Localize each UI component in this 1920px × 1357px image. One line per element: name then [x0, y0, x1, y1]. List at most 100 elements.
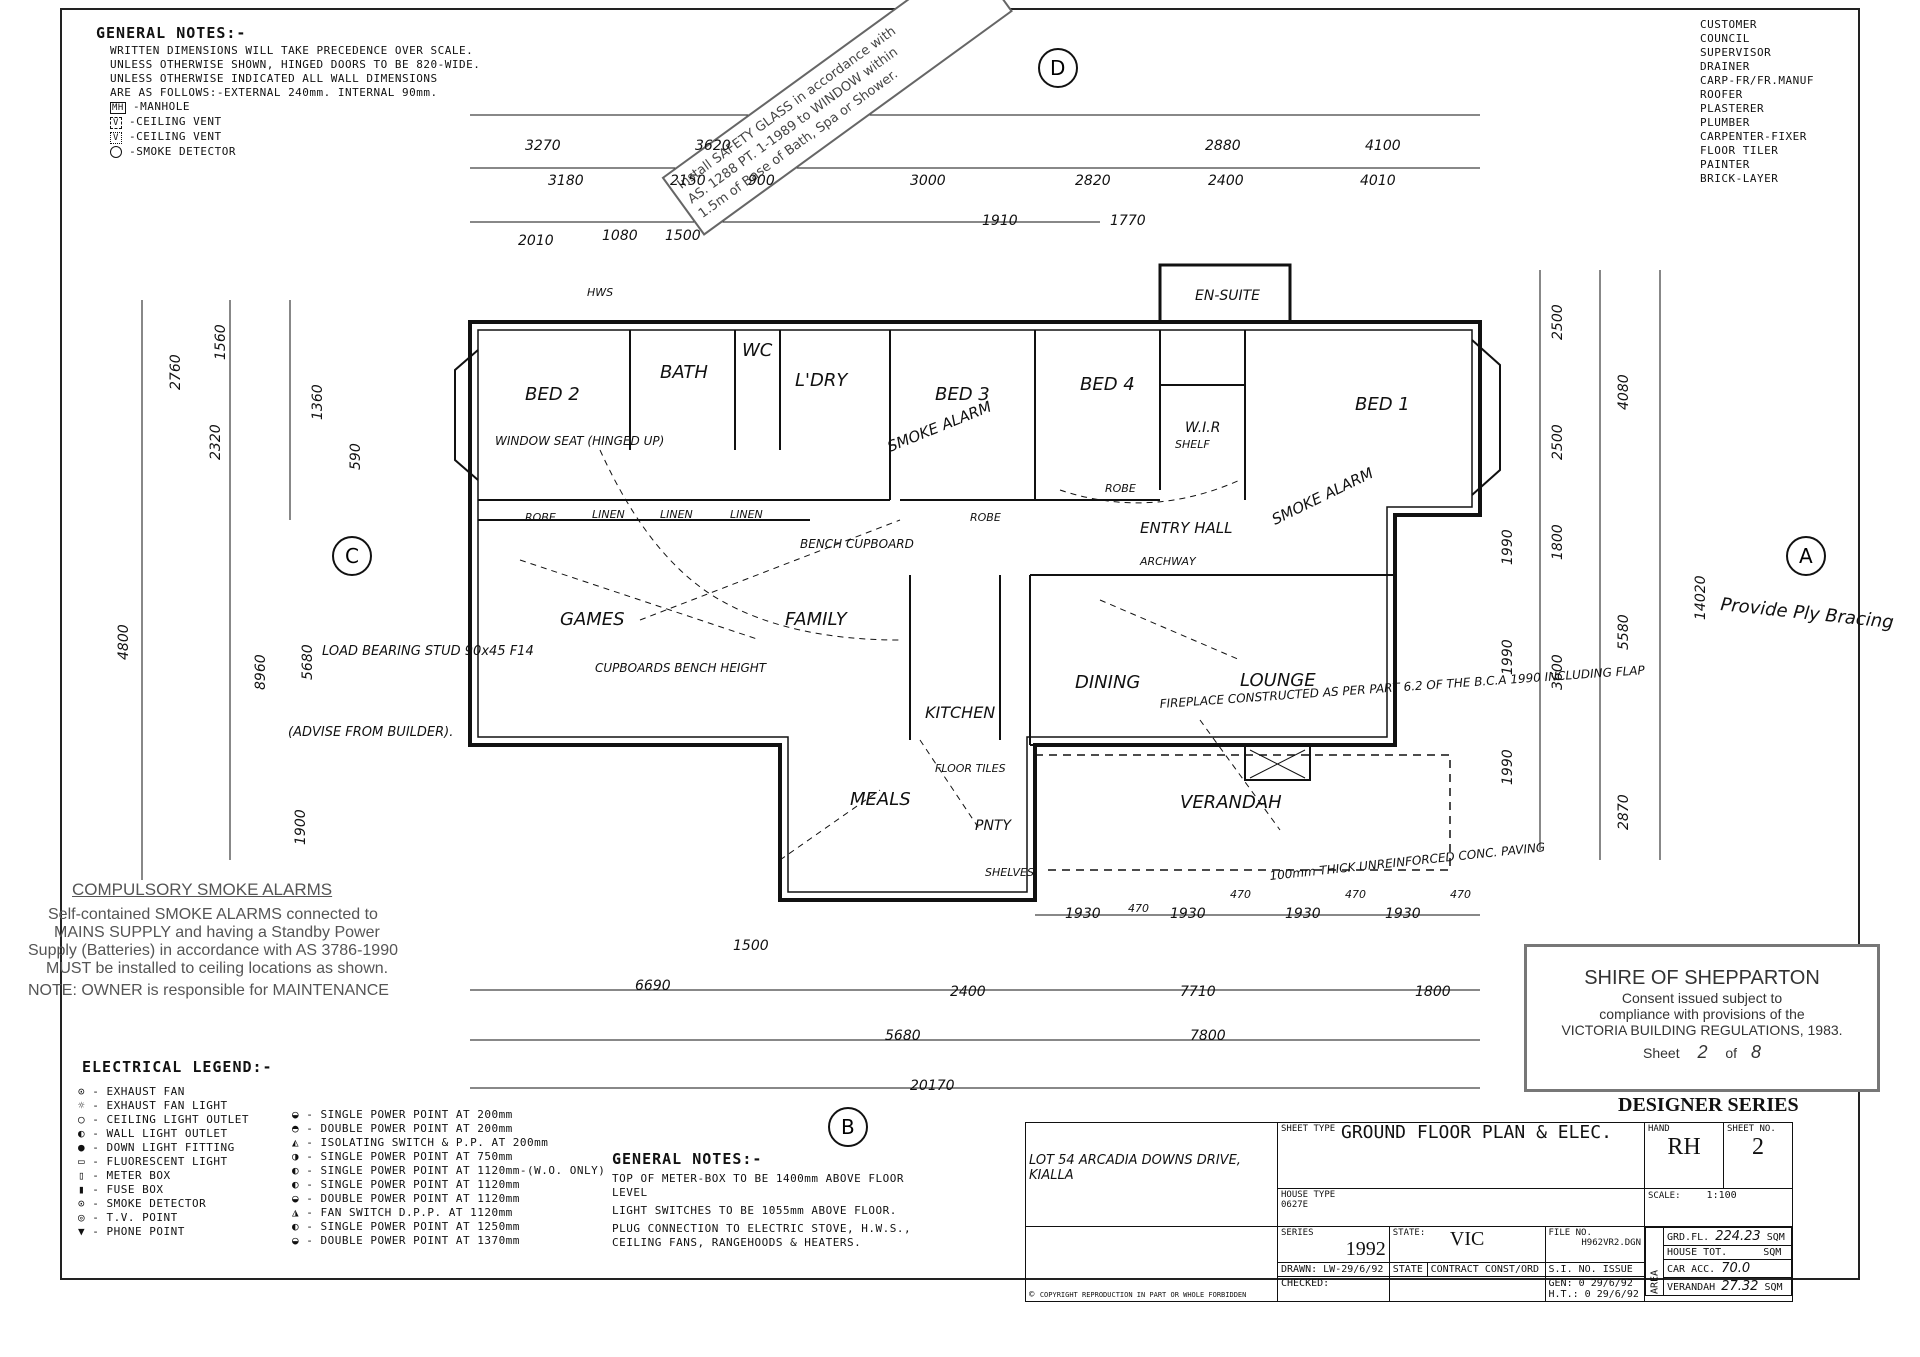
distribution-item: BRICK-LAYER: [1700, 172, 1779, 185]
series-label: SERIES: [1281, 1228, 1314, 1238]
room-label-bath: BATH: [660, 362, 708, 383]
dim-verandah: 1930: [1285, 906, 1321, 922]
dim-bottom: 2400: [950, 984, 986, 1000]
council-line: Consent issued subject to: [1621, 990, 1783, 1006]
room-label-lounge: LOUNGE: [1240, 670, 1316, 691]
smoke-detector-icon: [110, 146, 122, 158]
dim-top: 3000: [910, 173, 946, 189]
file-label: FILE NO.: [1548, 1228, 1592, 1238]
room-label-bed-4: BED 4: [1080, 374, 1135, 395]
ply-bracing-note: Provide Ply Bracing: [1719, 594, 1894, 633]
shelf-label: SHELF: [1175, 438, 1210, 451]
paving-note: 100mm THICK UNREINFORCED CONC. PAVING: [1269, 840, 1546, 883]
room-label-robe: ROBE: [970, 511, 1001, 524]
electrical-run: [779, 719, 1281, 861]
electrical-legend-right: ◒ - SINGLE POWER POINT AT 200mm ◓ - DOUB…: [292, 1108, 606, 1247]
general-notes-bottom: GENERAL NOTES:- TOP OF METER-BOX TO BE 1…: [612, 1150, 932, 1250]
dim-top: 1500: [665, 228, 701, 244]
sheet-type-value: GROUND FLOOR PLAN & ELEC.: [1341, 1122, 1612, 1143]
distribution-item: ROOFER: [1700, 88, 1743, 101]
single-power-point-icon: ◐: [292, 1164, 307, 1177]
interior-wall: [1029, 574, 1395, 746]
dim-left: 5680: [300, 644, 316, 680]
distribution-item: PLUMBER: [1700, 116, 1750, 129]
dim-top: 2880: [1205, 138, 1241, 154]
room-label-bed-3: BED 3: [935, 384, 990, 405]
exterior-wall-inner: [477, 329, 1473, 893]
bench-cupboard-note: BENCH CUPBOARD: [800, 537, 914, 551]
grid-circle: [332, 536, 372, 576]
load-bearing-note: LOAD BEARING STUD 90x45 F14: [322, 644, 534, 659]
hws-label: HWS: [587, 286, 613, 299]
symbol-label: -SMOKE DETECTOR: [129, 145, 236, 158]
grid-label-top: D: [1050, 56, 1065, 80]
ht-date: 29/6/92: [1596, 1289, 1639, 1300]
room-label-bed-1: BED 1: [1355, 394, 1410, 415]
general-note-line: TOP OF METER-BOX TO BE 1400mm ABOVE FLOO…: [612, 1172, 905, 1199]
dim-right: 2870: [1616, 794, 1632, 830]
house-type-value: 0627E: [1281, 1200, 1309, 1211]
gen-value: 0: [1578, 1278, 1585, 1289]
ceiling-vent-icon: V: [110, 132, 122, 144]
stamp-of-label: of: [1725, 1045, 1738, 1061]
stamp-sheet-no: 2: [1697, 1042, 1708, 1062]
room-label-pantry: PNTY: [975, 818, 1012, 834]
dim-left: 1560: [213, 324, 229, 360]
sqm-unit: SQM: [1766, 1232, 1785, 1243]
dim-top: 1770: [1110, 213, 1146, 229]
area-label: AREA: [1645, 1227, 1664, 1296]
room-label-meals: MEALS: [850, 789, 911, 810]
smoke-alarm-notice-line: NOTE: OWNER is responsible for MAINTENAN…: [28, 982, 389, 999]
council-line: VICTORIA BUILDING REGULATIONS, 1983.: [1561, 1022, 1843, 1038]
interior-wall: [629, 330, 1246, 500]
symbol-row: -SMOKE DETECTOR: [96, 145, 480, 159]
smoke-alarm-label: SMOKE ALARM: [1269, 464, 1376, 529]
state-col: STATE: [1388, 1262, 1428, 1277]
title-block: LOT 54 ARCADIA DOWNS DRIVE, KIALLA SHEET…: [1025, 1121, 1793, 1302]
room-label-linen: LINEN: [592, 508, 625, 521]
phone-point-icon: ▼: [78, 1225, 93, 1238]
dim-verandah: 470: [1450, 888, 1471, 901]
legend-item: PHONE POINT: [106, 1225, 185, 1238]
dim-top: 1910: [982, 213, 1018, 229]
dim-right: 2500: [1550, 304, 1566, 340]
dim-verandah: 470: [1230, 888, 1251, 901]
car-acc-value: 70.0: [1721, 1261, 1751, 1276]
wall-light-icon: ◐: [78, 1127, 93, 1140]
stamp-sheet-total: 8: [1750, 1042, 1761, 1062]
dim-verandah: 470: [1345, 888, 1366, 901]
house-type-label: HOUSE TYPE: [1281, 1190, 1336, 1201]
grid-label-bottom: B: [841, 1115, 855, 1139]
ht-value: 0: [1584, 1289, 1591, 1300]
safety-glass-line: AS. 1288 PT. 1-1989 to WINDOW within: [685, 45, 901, 207]
shelves-label: SHELVES: [985, 866, 1034, 879]
double-power-point-icon: ◓: [292, 1122, 307, 1135]
distribution-list: CUSTOMER COUNCIL SUPERVISOR DRAINER CARP…: [1700, 18, 1814, 186]
legend-item: DOUBLE POWER POINT AT 1120mm: [320, 1192, 520, 1205]
electrical-legend-title: ELECTRICAL LEGEND:-: [82, 1058, 273, 1076]
legend-item: METER BOX: [106, 1169, 171, 1182]
ceiling-vent-icon: V: [110, 117, 122, 129]
sqm-unit: SQM: [1763, 1247, 1782, 1258]
dim-left: 2320: [208, 424, 224, 460]
room-label-wc: WC: [742, 340, 773, 361]
gen-label: GEN:: [1548, 1278, 1573, 1289]
legend-item: EXHAUST FAN: [106, 1085, 185, 1098]
fuse-box-icon: ▮: [78, 1183, 93, 1196]
distribution-item: SUPERVISOR: [1700, 46, 1772, 59]
dim-left: 1900: [293, 809, 309, 845]
dim-left: 1360: [310, 384, 326, 420]
distribution-item: DRAINER: [1700, 60, 1750, 73]
legend-item: ISOLATING SWITCH & P.P. AT 200mm: [320, 1136, 549, 1149]
scale-label: SCALE:: [1648, 1191, 1681, 1202]
smoke-alarm-notice-line: Supply (Batteries) in accordance with AS…: [28, 942, 398, 959]
dim-right: 4080: [1616, 374, 1632, 410]
grid-circle: [1786, 536, 1826, 576]
legend-item: SINGLE POWER POINT AT 200mm: [320, 1108, 513, 1121]
legend-item: CEILING LIGHT OUTLET: [106, 1113, 249, 1126]
single-power-point-icon: ◐: [292, 1220, 307, 1233]
dim-right: 1990: [1500, 639, 1516, 675]
room-label-kitchen: KITCHEN: [925, 703, 995, 722]
dim-top: 3180: [548, 173, 584, 189]
